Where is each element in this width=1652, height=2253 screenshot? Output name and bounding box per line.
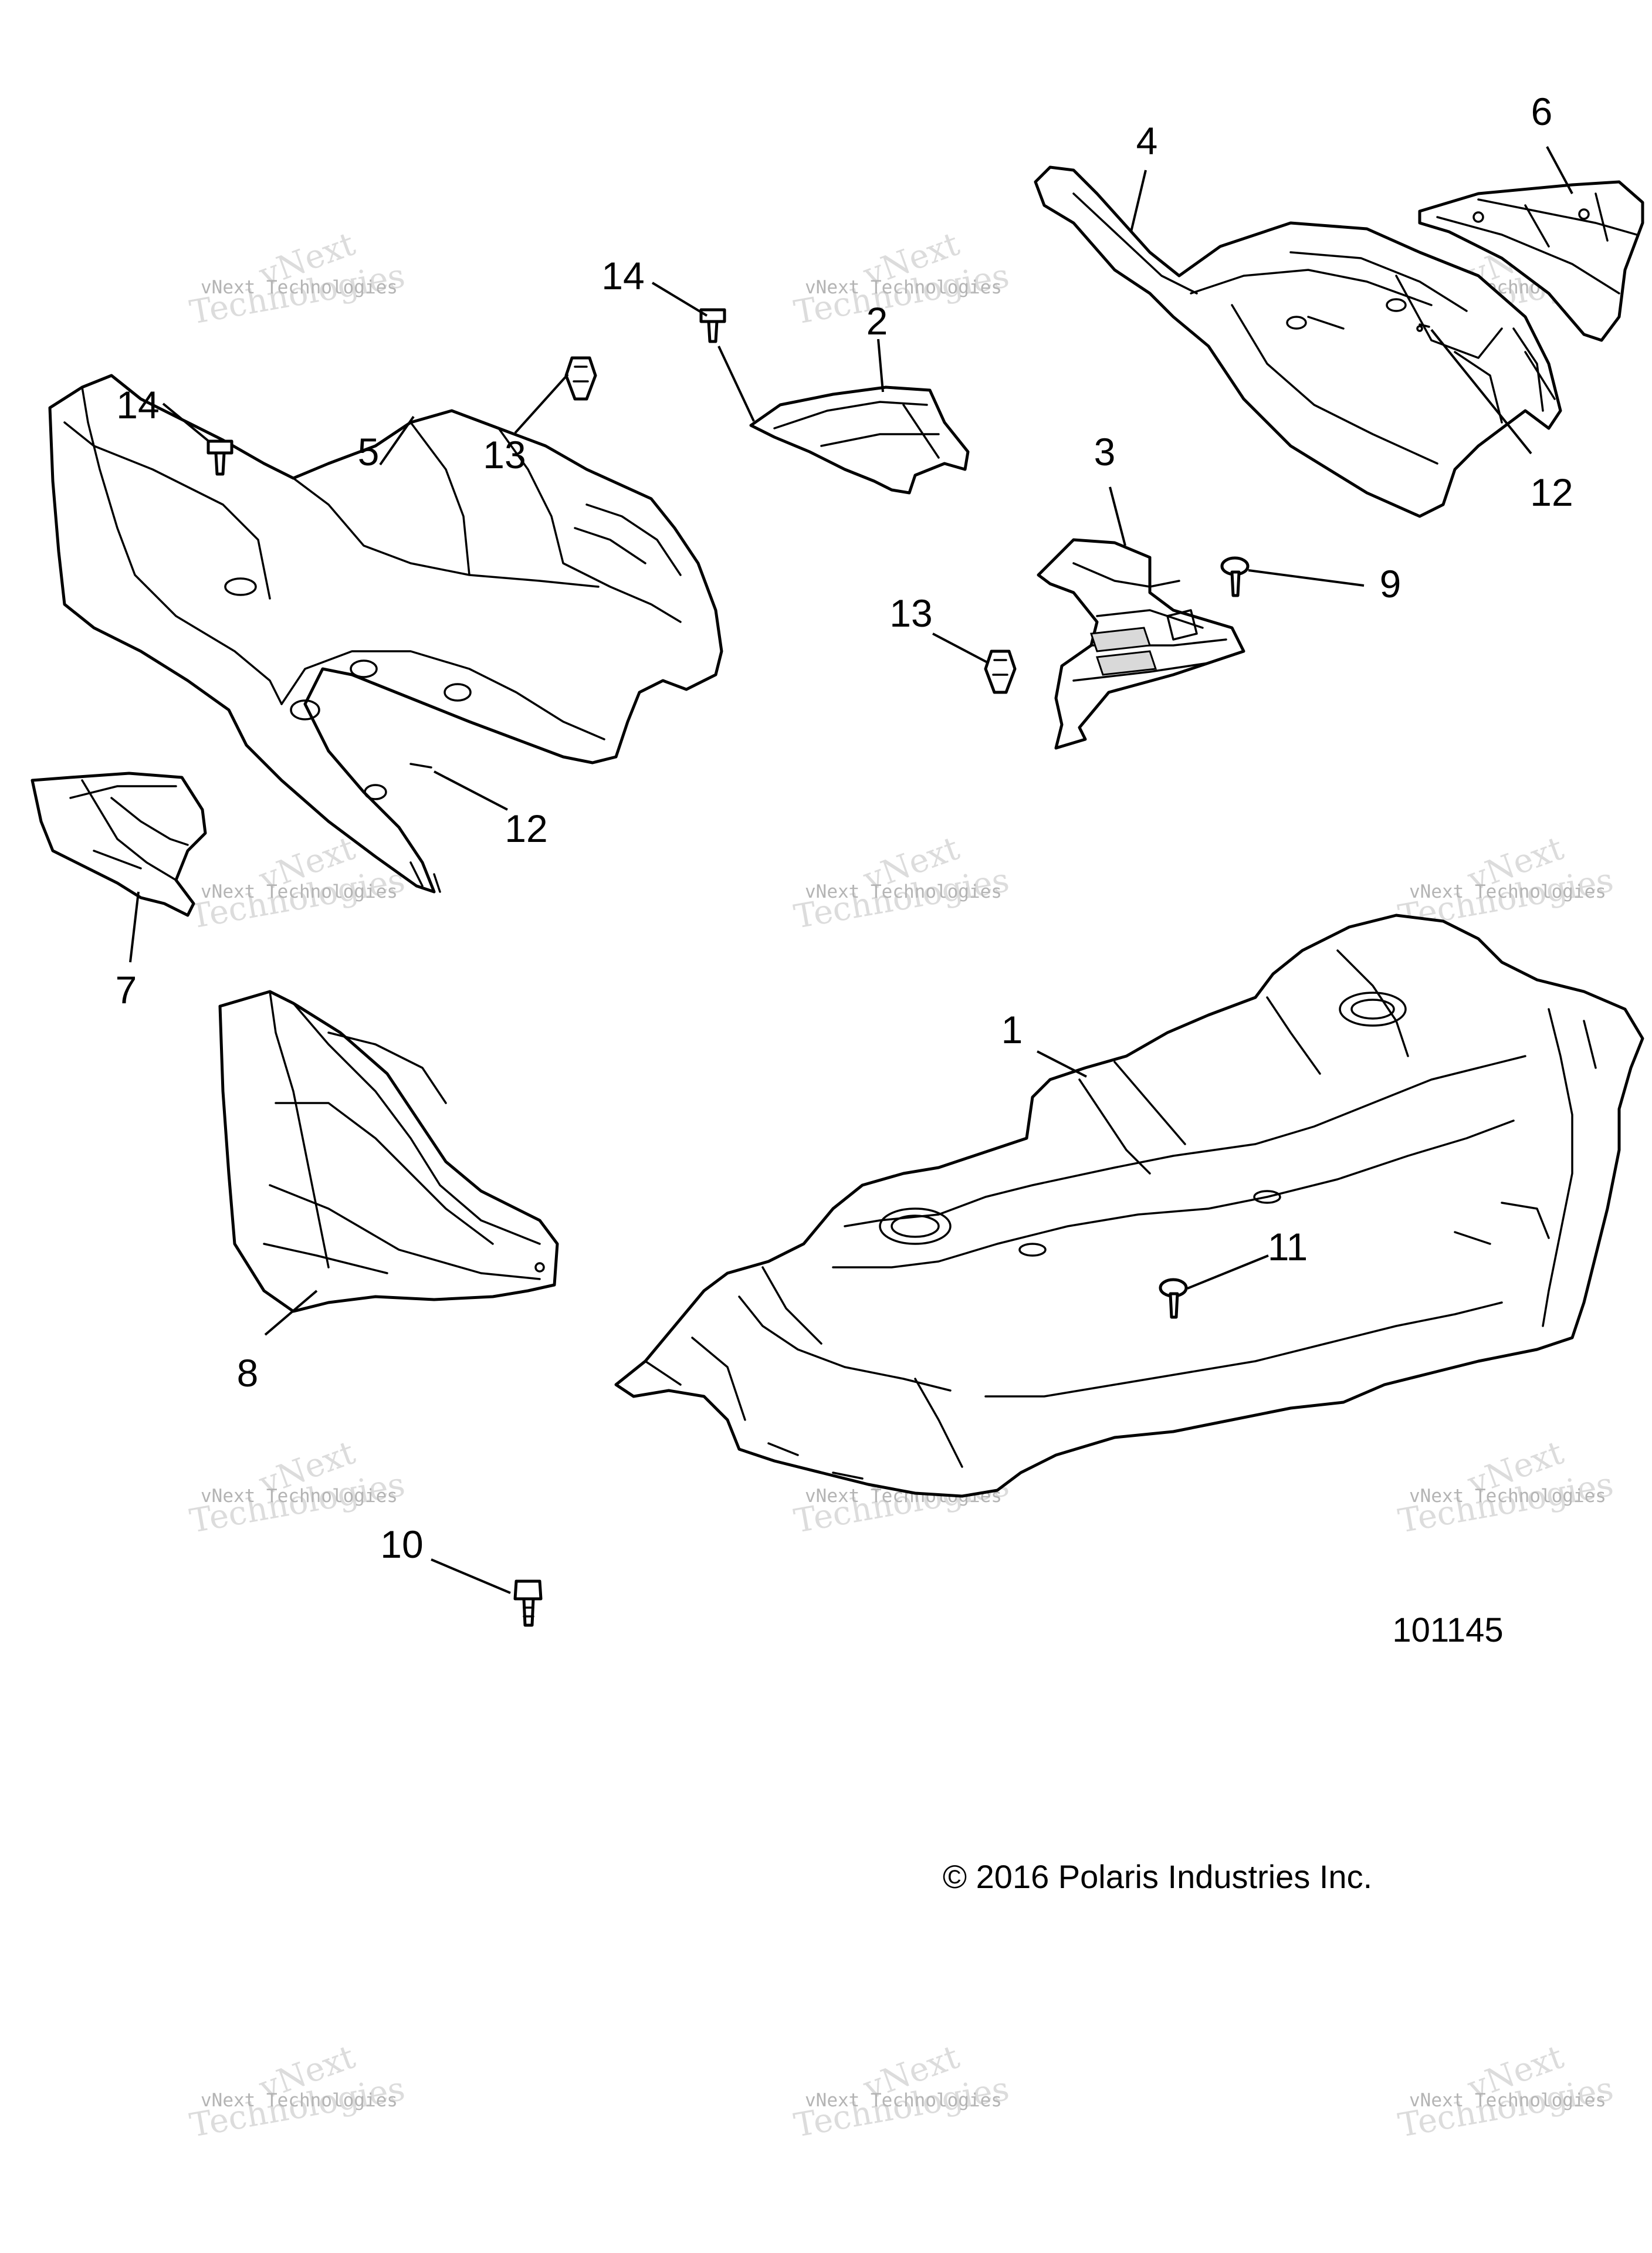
part-8-left-side-panel[interactable]: [218, 990, 559, 1313]
callout-12a: 12: [505, 807, 547, 850]
watermark-small-text: vNext Technologies: [805, 881, 1002, 902]
watermark-small-text: vNext Technologies: [201, 881, 398, 902]
watermark-small-text: vNext Technologies: [805, 277, 1002, 298]
callout-13b: 13: [889, 591, 932, 635]
callout-10: 10: [380, 1523, 423, 1566]
callout-12b: 12: [1530, 471, 1573, 514]
part-6-rear-cover[interactable]: [1418, 180, 1644, 342]
callout-labels: 1 2 3 4 5 6 7 8 9 10 11 12 12 13 13 14 1…: [116, 90, 1573, 1566]
callout-11: 11: [1268, 1225, 1308, 1268]
copyright-notice: © 2016 Polaris Industries Inc.: [943, 1858, 1372, 1895]
watermark-small-text: vNext Technologies: [201, 277, 398, 298]
callout-1: 1: [1001, 1008, 1023, 1051]
callout-3: 3: [1094, 430, 1116, 473]
part-4-rear-upper-panel[interactable]: [1034, 165, 1562, 518]
part-7-left-front-cover[interactable]: [31, 772, 207, 917]
callout-2: 2: [866, 299, 888, 343]
fastener-13a-clip[interactable]: [564, 356, 597, 401]
part-3-center-console[interactable]: [1037, 538, 1245, 750]
fastener-14b-push-rivet[interactable]: [699, 308, 726, 343]
callout-7: 7: [116, 968, 137, 1012]
fastener-11-screw[interactable]: [1159, 1278, 1188, 1319]
figure-number: 101145: [1392, 1611, 1503, 1649]
fastener-14a-push-rivet[interactable]: [206, 439, 233, 476]
callout-9: 9: [1380, 562, 1402, 605]
callout-8: 8: [237, 1351, 259, 1395]
part-2-center-plate[interactable]: [749, 385, 970, 495]
fastener-10-bolt[interactable]: [513, 1579, 543, 1627]
callout-13a: 13: [483, 433, 526, 476]
part-1-main-body-frame[interactable]: [614, 914, 1644, 1498]
watermark-small-text: vNext Technologies: [805, 2090, 1002, 2111]
watermark-small-text: vNext Technologies: [201, 1486, 398, 1507]
watermark-small-text: vNext Technologies: [201, 2090, 398, 2111]
leader-lines: [129, 146, 1573, 1594]
fastener-12a-pin[interactable]: [409, 763, 432, 769]
callout-5: 5: [358, 430, 380, 473]
part-5-front-upper-panel[interactable]: [48, 374, 723, 894]
watermark-small-text: vNext Technologies: [1409, 1486, 1606, 1507]
intake-grille: [1089, 627, 1157, 676]
fastener-13b-clip[interactable]: [984, 649, 1017, 694]
watermark-small-text: vNext Technologies: [1409, 2090, 1606, 2111]
fastener-12b-pin[interactable]: [1419, 323, 1430, 328]
callout-6: 6: [1531, 90, 1553, 133]
callout-14b: 14: [116, 383, 159, 427]
callout-14a: 14: [601, 254, 644, 297]
callout-4: 4: [1136, 119, 1158, 163]
fastener-9-screw[interactable]: [1220, 556, 1250, 597]
watermark-small-text: vNext Technologies: [1409, 881, 1606, 902]
